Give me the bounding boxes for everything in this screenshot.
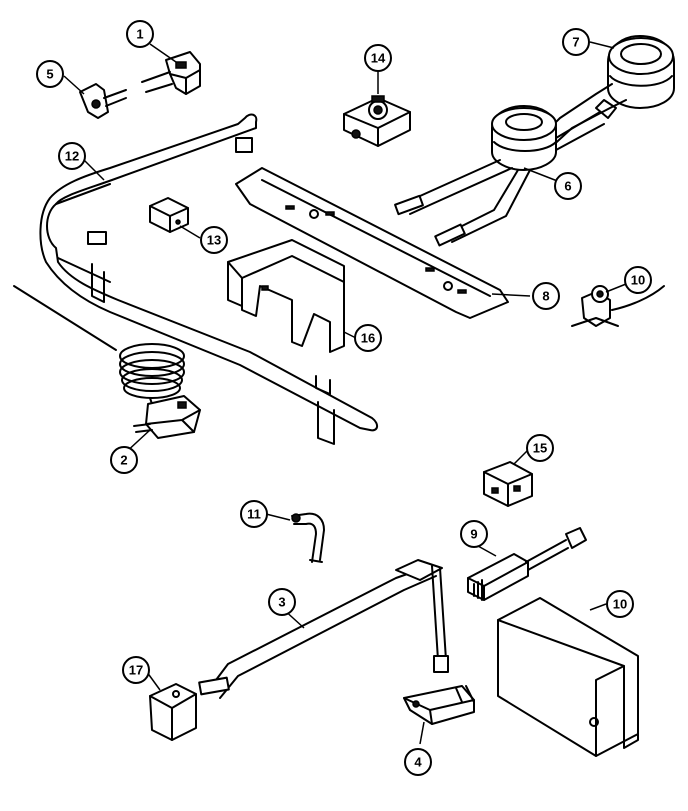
part-7-top-burner	[539, 35, 675, 151]
part-17-bracket	[149, 683, 197, 741]
callout-15: 15	[526, 434, 554, 462]
callout-1: 1	[126, 20, 154, 48]
callout-13-label: 13	[207, 233, 221, 248]
callouts: 1 2 3 4 5 6 7 8	[36, 20, 652, 776]
callout-10-upper-label: 10	[631, 273, 645, 288]
callout-11-label: 11	[247, 507, 261, 522]
callout-12: 12	[58, 142, 86, 170]
part-8-support-plate	[235, 167, 509, 319]
callout-11: 11	[240, 500, 268, 528]
part-11-tube-fitting	[291, 512, 325, 563]
callout-9-label: 9	[470, 527, 477, 542]
part-1-switch	[141, 51, 201, 95]
part-2-thermostat	[13, 285, 201, 439]
callout-3: 3	[268, 588, 296, 616]
callout-6: 6	[554, 172, 582, 200]
callout-5-label: 5	[46, 67, 53, 82]
part-6-burner	[394, 99, 617, 247]
part-16-heat-shield	[227, 239, 345, 353]
part-13-block	[149, 197, 189, 233]
callout-16-label: 16	[361, 331, 375, 346]
callout-1-label: 1	[136, 27, 143, 42]
callout-4-label: 4	[414, 755, 422, 770]
part-9-spark-module	[467, 527, 587, 601]
callout-8-label: 8	[542, 289, 549, 304]
callout-16: 16	[354, 324, 382, 352]
callout-6-label: 6	[564, 179, 571, 194]
callout-14: 14	[364, 44, 392, 72]
part-10-igniter-bracket	[571, 285, 665, 327]
callout-10-lower: 10	[606, 590, 634, 618]
callout-2: 2	[110, 446, 138, 474]
callout-4: 4	[404, 748, 432, 776]
callout-3-label: 3	[278, 595, 285, 610]
part-3-burner-tube	[198, 559, 449, 699]
callout-10-upper: 10	[624, 266, 652, 294]
callout-17-label: 17	[129, 663, 143, 678]
callout-7: 7	[562, 28, 590, 56]
part-5-bracket	[79, 83, 127, 119]
callout-15-label: 15	[533, 441, 547, 456]
callout-10-lower-label: 10	[613, 597, 627, 612]
callout-8: 8	[532, 282, 560, 310]
callout-14-label: 14	[371, 51, 386, 66]
callout-2-label: 2	[120, 453, 127, 468]
part-14-orifice-holder	[343, 95, 411, 147]
part-15-terminal-block	[483, 461, 533, 507]
callout-12-label: 12	[65, 149, 79, 164]
callout-5: 5	[36, 60, 64, 88]
part-4-switch	[403, 685, 475, 725]
callout-7-label: 7	[572, 35, 579, 50]
part-10-shield-box	[497, 597, 639, 757]
leader-lines	[63, 41, 627, 745]
part-12-burner-frame	[39, 113, 378, 445]
callout-13: 13	[200, 226, 228, 254]
callout-9: 9	[460, 520, 488, 548]
callout-17: 17	[122, 656, 150, 684]
